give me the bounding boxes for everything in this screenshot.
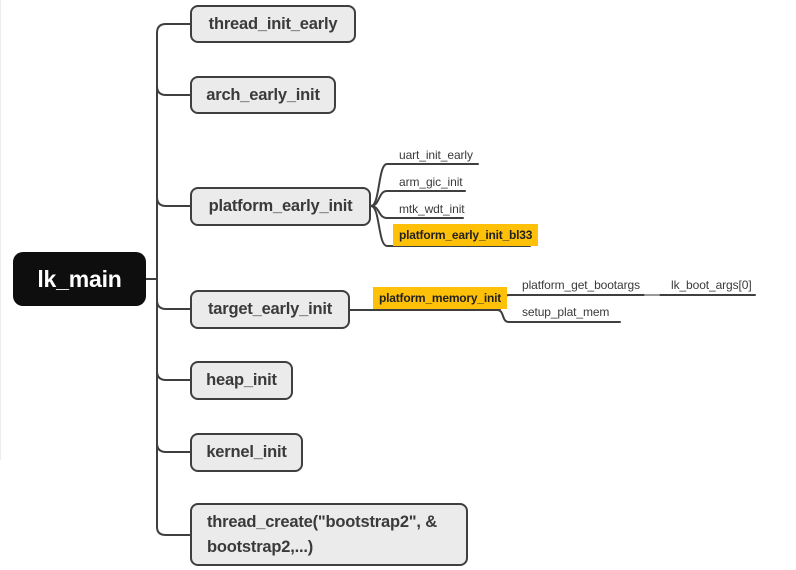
node-lk-boot-args-0[interactable]: lk_boot_args[0] — [671, 278, 752, 292]
node-uart-init-early[interactable]: uart_init_early — [399, 148, 473, 162]
node-kernel-init[interactable]: kernel_init — [190, 433, 303, 472]
node-thread-init-early[interactable]: thread_init_early — [190, 5, 356, 43]
node-platform-memory-init[interactable]: platform_memory_init — [373, 287, 508, 309]
node-arm-gic-init[interactable]: arm_gic_init — [399, 175, 463, 189]
node-platform-get-bootargs[interactable]: platform_get_bootargs — [522, 278, 640, 292]
node-platform-early-init-bl33[interactable]: platform_early_init_bl33 — [393, 224, 539, 246]
node-mtk-wdt-init[interactable]: mtk_wdt_init — [399, 202, 465, 216]
node-platform-early-init[interactable]: platform_early_init — [190, 187, 371, 226]
node-heap-init[interactable]: heap_init — [190, 361, 293, 400]
window-edge-artifact — [0, 0, 1, 460]
node-thread-create-bootstrap2[interactable]: thread_create("bootstrap2", & bootstrap2… — [190, 503, 468, 566]
node-arch-early-init[interactable]: arch_early_init — [190, 76, 336, 114]
node-target-early-init[interactable]: target_early_init — [190, 290, 350, 329]
node-setup-plat-mem[interactable]: setup_plat_mem — [522, 305, 610, 319]
node-lk-main[interactable]: lk_main — [13, 252, 146, 306]
